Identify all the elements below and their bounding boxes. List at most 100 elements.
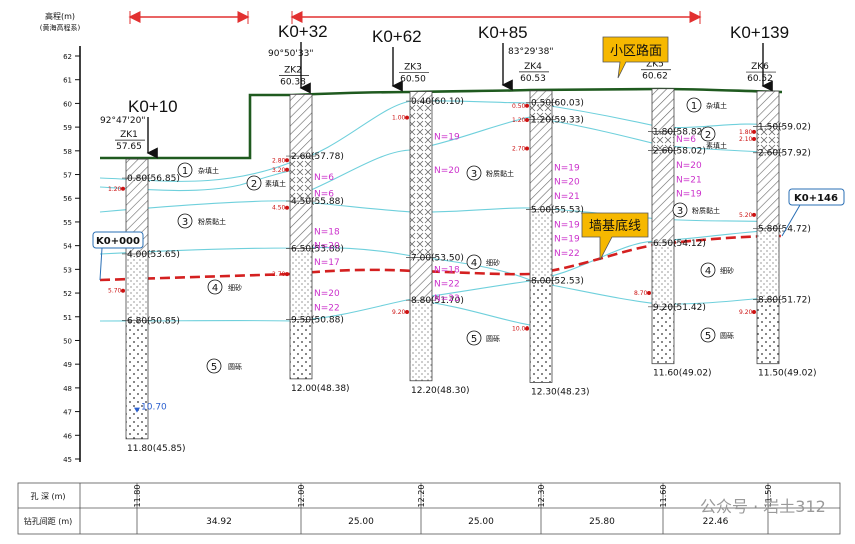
layer-depth-label: 7.00(53.50) xyxy=(411,254,464,264)
wall-base-line xyxy=(99,234,783,282)
axis-tick-label: 59 xyxy=(63,124,72,132)
station-k0-85: K0+85 xyxy=(478,23,528,42)
layer-depth-label: 5.00(55.53) xyxy=(531,205,584,215)
axis-tick-label: 47 xyxy=(63,409,72,417)
sample-depth-label: 8.70 xyxy=(634,290,648,297)
spt-value: N=22 xyxy=(314,303,340,313)
bearing-labels: 92°47'20" 90°50'33" 83°29'38" xyxy=(100,47,553,126)
footer-depth-label: 孔 深 (m) xyxy=(30,492,65,501)
borehole-id: ZK6 xyxy=(751,62,769,72)
station-labels: K0+10 K0+32 K0+62 K0+85 K0+139 K0+000 K0… xyxy=(92,22,845,281)
wall-callout-text: 墙基底线 xyxy=(589,218,641,234)
axis-tick-label: 48 xyxy=(63,385,72,393)
axis-tick-label: 46 xyxy=(63,432,72,440)
footer-depth-value: 11.80 xyxy=(133,485,142,508)
spt-value: N=20 xyxy=(676,161,702,171)
spt-value: N=20 xyxy=(314,289,340,299)
sample-depth-label: 2.80 xyxy=(272,157,286,164)
borehole-top-elevation: 57.65 xyxy=(116,142,142,152)
station-k0-62: K0+62 xyxy=(372,27,422,46)
sample-marker xyxy=(525,118,529,123)
footer-depth-value: 12.00 xyxy=(297,485,306,508)
sample-depth-label: 3.20 xyxy=(272,167,286,174)
svg-text:5: 5 xyxy=(211,362,217,373)
layer-depth-label: 8.80(51.70) xyxy=(411,296,464,306)
layer-depth-label: 2.60(58.02) xyxy=(653,146,706,156)
soil-label-sand-1: 细砂 xyxy=(228,283,242,292)
svg-text:3: 3 xyxy=(677,206,683,217)
soil-label-plain-fill: 素填土 xyxy=(265,179,286,188)
soil-label-fill-2: 杂填土 xyxy=(706,101,727,110)
layer-depth-label: 4.00(53.65) xyxy=(127,250,180,260)
layer-depth-label: 1.50(59.02) xyxy=(758,123,811,133)
footer-spacing-value: 34.92 xyxy=(206,517,232,527)
borehole-top-elevation: 60.38 xyxy=(280,77,306,87)
borehole-top-elevation: 60.50 xyxy=(400,75,426,85)
svg-text:5: 5 xyxy=(471,334,477,345)
sample-marker xyxy=(647,291,651,296)
axis-tick-label: 55 xyxy=(63,219,72,227)
spt-value: N=22 xyxy=(554,249,580,259)
axis-tick-label: 62 xyxy=(63,53,72,61)
sample-marker xyxy=(525,103,529,108)
borehole-zk6: ZK660.521.50(59.02)2.60(57.92)5.80(54.72… xyxy=(739,62,817,379)
footer-depth-value: 11.50 xyxy=(764,485,773,508)
sample-marker xyxy=(752,310,756,315)
sample-marker xyxy=(285,272,289,277)
borehole-bottom-label: 12.20(48.30) xyxy=(411,386,470,396)
station-k0-10: K0+10 xyxy=(128,97,178,116)
spt-value: N=6 xyxy=(676,135,696,145)
spt-value: N=19 xyxy=(554,220,580,230)
spt-value: N=19 xyxy=(554,235,580,245)
footer-spacing-value: 25.00 xyxy=(468,517,494,527)
svg-text:2: 2 xyxy=(705,130,711,141)
spt-value: N=20 xyxy=(314,242,340,252)
ground-surface-line xyxy=(100,87,783,160)
layer-depth-label: 5.80(54.72) xyxy=(758,225,811,235)
axis-subtitle: (黄海高程系) xyxy=(40,23,81,32)
spt-value: N=20 xyxy=(434,166,460,176)
axis-tick-label: 57 xyxy=(63,172,72,180)
spt-value: N=19 xyxy=(676,189,702,199)
svg-text:5: 5 xyxy=(705,331,711,342)
bearing-2: 90°50'33" xyxy=(268,49,313,59)
sample-depth-label: 1.20 xyxy=(512,117,526,124)
sample-marker xyxy=(285,158,289,163)
elevation-axis: 高程(m) (黄海高程系) 45464748495051525354555657… xyxy=(40,11,81,464)
spt-value: N=6 xyxy=(314,189,334,199)
layer-depth-label: 2.60(57.92) xyxy=(758,149,811,159)
water-level-value: 10.70 xyxy=(141,403,167,413)
spt-value: N=19 xyxy=(434,133,460,143)
spt-value: N=19 xyxy=(554,163,580,173)
layer-depth-label: 1.80(58.82) xyxy=(653,127,706,137)
sample-marker xyxy=(285,205,289,210)
spt-value: N=20 xyxy=(554,178,580,188)
spt-value: N=18 xyxy=(434,265,460,275)
svg-text:4: 4 xyxy=(705,266,711,277)
sample-depth-label: 2.70 xyxy=(512,145,526,152)
sample-marker xyxy=(121,288,125,293)
sample-marker xyxy=(405,115,409,120)
wall-callout: 墙基底线 xyxy=(581,212,649,261)
footer-depth-value: 11.60 xyxy=(659,485,668,508)
borehole-bottom-label: 11.60(49.02) xyxy=(653,369,712,379)
soil-label-gravel-2: 圆砾 xyxy=(486,334,500,343)
soil-label-clay-3: 粉质黏土 xyxy=(692,206,720,215)
layer-depth-label: 8.80(51.72) xyxy=(758,296,811,306)
borehole-id: ZK1 xyxy=(120,130,138,140)
axis-title: 高程(m) xyxy=(45,11,75,21)
borehole-bottom-label: 12.00(48.38) xyxy=(291,384,350,394)
spt-value: N=17 xyxy=(314,258,340,268)
spt-value: N=21 xyxy=(676,175,702,185)
axis-tick-label: 52 xyxy=(63,290,72,298)
sample-depth-label: 1.20 xyxy=(108,186,122,193)
sample-marker xyxy=(285,167,289,172)
sample-marker xyxy=(752,212,756,217)
boreholes: ZK157.650.80(56.85)4.00(53.65)6.80(50.85… xyxy=(108,60,817,454)
svg-text:1: 1 xyxy=(691,101,697,112)
footer-depth-value: 12.20 xyxy=(417,485,426,508)
svg-text:3: 3 xyxy=(182,217,188,228)
svg-text:2: 2 xyxy=(251,179,257,190)
